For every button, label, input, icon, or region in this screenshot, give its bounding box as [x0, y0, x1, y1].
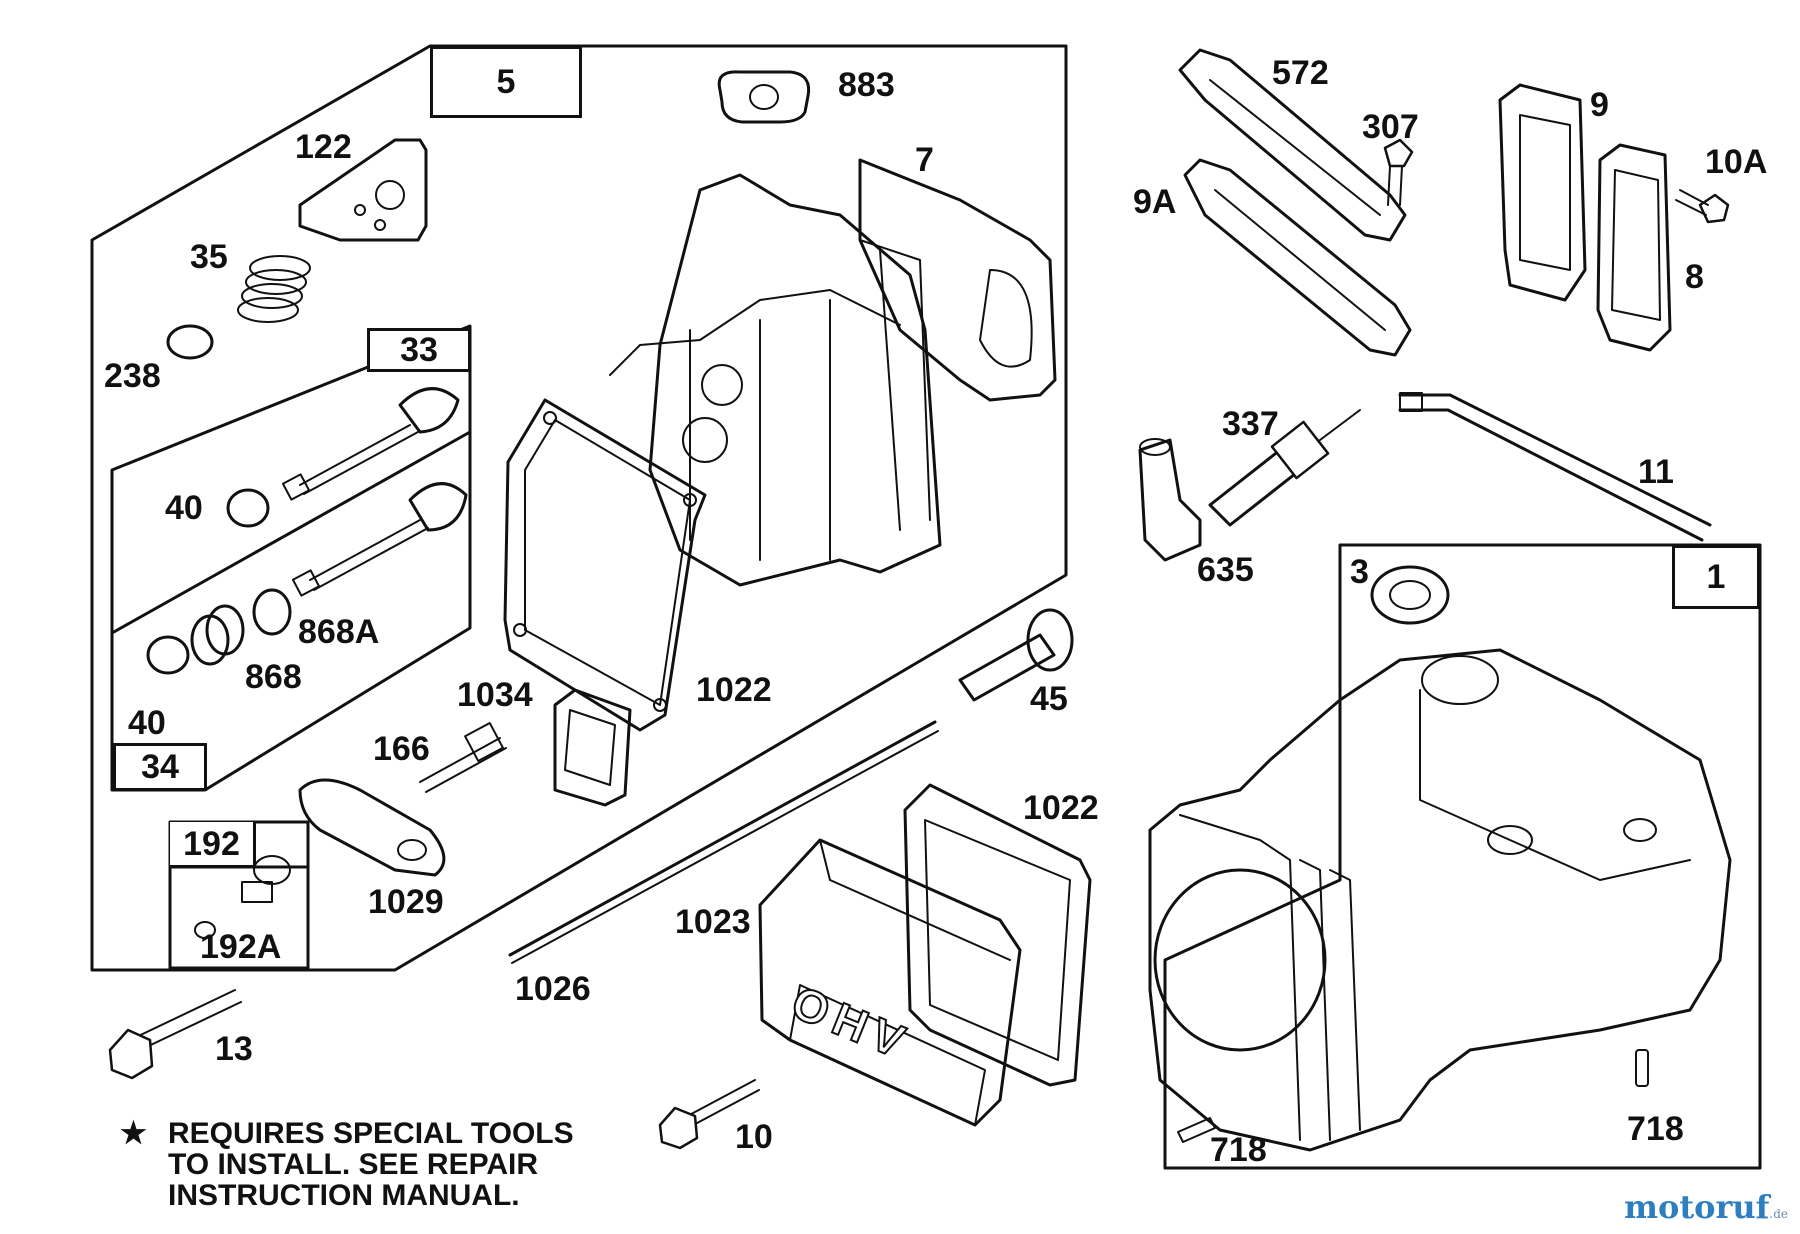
breather-parts-drawing — [194, 855, 291, 939]
part-label-9a: 9A — [1133, 183, 1177, 221]
breather-cover-8-drawing — [1596, 143, 1672, 352]
part-label-337: 337 — [1222, 405, 1279, 443]
part-label-1029: 1029 — [368, 883, 444, 921]
rocker-arm-1029-drawing — [298, 778, 446, 877]
part-label-10: 10 — [735, 1118, 773, 1156]
star-icon: ★ — [120, 1117, 147, 1150]
note-line-2: TO INSTALL. SEE REPAIR — [168, 1148, 539, 1181]
breather-gasket-9-drawing — [1498, 83, 1587, 302]
part-label-1022-upper: 1022 — [696, 671, 772, 709]
part-label-718-right: 718 — [1627, 1110, 1684, 1148]
screw-307-drawing — [1383, 138, 1414, 206]
spark-plug-337-drawing — [1208, 409, 1361, 527]
part-label-33: 33 — [367, 328, 471, 372]
part-label-11: 11 — [1638, 453, 1674, 491]
part-label-35: 35 — [190, 238, 228, 276]
part-label-45: 45 — [1030, 680, 1068, 718]
part-label-7: 7 — [915, 141, 934, 179]
part-label-10a: 10A — [1705, 143, 1768, 181]
spring-35-drawing — [237, 255, 311, 323]
part-label-868: 868 — [245, 658, 302, 696]
part-label-40-upper: 40 — [165, 489, 203, 527]
bolt-13-drawing — [108, 989, 242, 1080]
dipstick-tube-11-drawing — [1398, 392, 1712, 542]
plate-122-drawing — [298, 138, 428, 242]
part-label-192a: 192A — [200, 928, 282, 966]
gasket-9a-drawing — [1183, 158, 1412, 357]
part-label-1022-lower: 1022 — [1023, 789, 1099, 827]
part-label-572: 572 — [1272, 54, 1329, 92]
gasket-572-drawing — [1178, 48, 1407, 242]
part-label-40-lower: 40 — [128, 704, 166, 742]
part-label-1: 1 — [1672, 545, 1760, 609]
cover-gasket-1022-bottom-drawing — [903, 783, 1092, 1087]
part-label-883: 883 — [838, 66, 895, 104]
part-label-34: 34 — [113, 743, 207, 791]
cap-238-drawing — [166, 324, 214, 360]
part-label-13: 13 — [215, 1030, 253, 1068]
part-label-1023: 1023 — [675, 903, 751, 941]
part-label-1026: 1026 — [515, 970, 591, 1008]
note-line-3: INSTRUCTION MANUAL. — [168, 1179, 520, 1212]
part-label-868a: 868A — [298, 613, 380, 651]
part-label-8: 8 — [1685, 258, 1704, 296]
valve-exhaust-drawing — [291, 482, 468, 597]
part-label-192: 192 — [170, 822, 256, 868]
valve-cover-1023-drawing — [758, 838, 1022, 1127]
watermark-logo: motoruf.de — [1624, 1188, 1788, 1226]
cover-gasket-1022-top-drawing — [503, 398, 707, 732]
part-label-238: 238 — [104, 357, 161, 395]
part-label-718-left: 718 — [1210, 1131, 1267, 1169]
plug-boot-635-drawing — [1138, 438, 1202, 562]
stud-166-drawing — [419, 722, 507, 793]
push-rod-1026-drawing — [508, 720, 937, 957]
part-label-9: 9 — [1590, 86, 1609, 124]
tappet-45-drawing — [958, 608, 1074, 702]
crankcase-drawing — [1148, 648, 1732, 1152]
plate-1034-drawing — [553, 688, 632, 807]
bolt-10-drawing — [658, 1079, 760, 1150]
short-block-frame — [1163, 543, 1762, 1170]
dowel-718-left-drawing — [1177, 1117, 1216, 1143]
part-label-635: 635 — [1197, 551, 1254, 589]
part-label-1034: 1034 — [457, 676, 533, 714]
part-label-5: 5 — [430, 46, 582, 118]
part-label-307: 307 — [1362, 108, 1419, 146]
gasket-883-drawing — [717, 70, 811, 124]
cylinder-head-drawing — [609, 173, 942, 587]
note-line-1: REQUIRES SPECIAL TOOLS — [168, 1117, 574, 1150]
part-label-122: 122 — [295, 128, 352, 166]
valve-intake-drawing — [281, 387, 460, 501]
part-label-166: 166 — [373, 730, 430, 768]
screw-10a-drawing — [1675, 189, 1730, 224]
oil-seal-3-drawing — [1370, 565, 1450, 625]
dowel-718-right-drawing — [1635, 1049, 1649, 1087]
part-label-3: 3 — [1350, 553, 1369, 591]
head-gasket-7-drawing — [858, 158, 1057, 402]
